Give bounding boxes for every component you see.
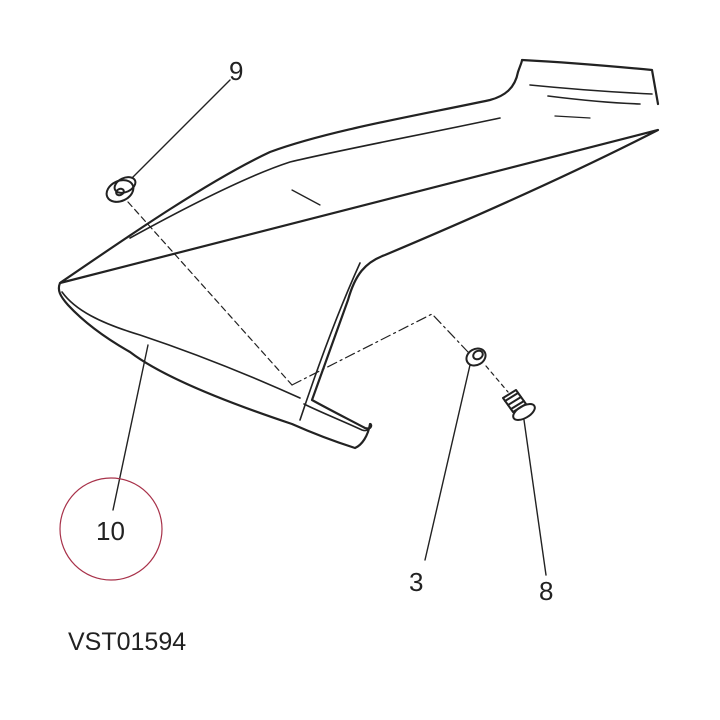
drawing-code: VST01594 [68, 628, 187, 656]
fairing-panel-inner-edge [61, 291, 301, 399]
leader-line-3 [424, 364, 471, 561]
washer-part-3 [465, 347, 487, 367]
callout-label-10: 10 [96, 516, 125, 546]
callout-label-9: 9 [229, 56, 244, 86]
fairing-panel-rib [299, 262, 361, 421]
surface-mark-2 [554, 115, 591, 119]
callout-label-3: 3 [409, 567, 424, 597]
fairing-panel-ridge [129, 117, 501, 239]
leader-line-9 [131, 79, 231, 179]
fairing-panel-top-edge-2 [547, 95, 641, 105]
callout-label-8: 8 [539, 576, 554, 606]
guide-line-screw [485, 365, 509, 393]
surface-mark [291, 189, 321, 206]
grommet-part-9 [105, 176, 137, 203]
guide-line-chain [291, 313, 469, 386]
leader-line-10 [112, 344, 149, 511]
fairing-panel-top-edge [529, 84, 653, 95]
fairing-panel-outline [57, 58, 660, 450]
fairing-tab [303, 403, 371, 432]
callout-10-highlight-circle [59, 477, 163, 581]
guide-line-grommet [127, 201, 293, 386]
screw-part-8 [502, 389, 536, 421]
leader-line-8 [523, 419, 547, 576]
